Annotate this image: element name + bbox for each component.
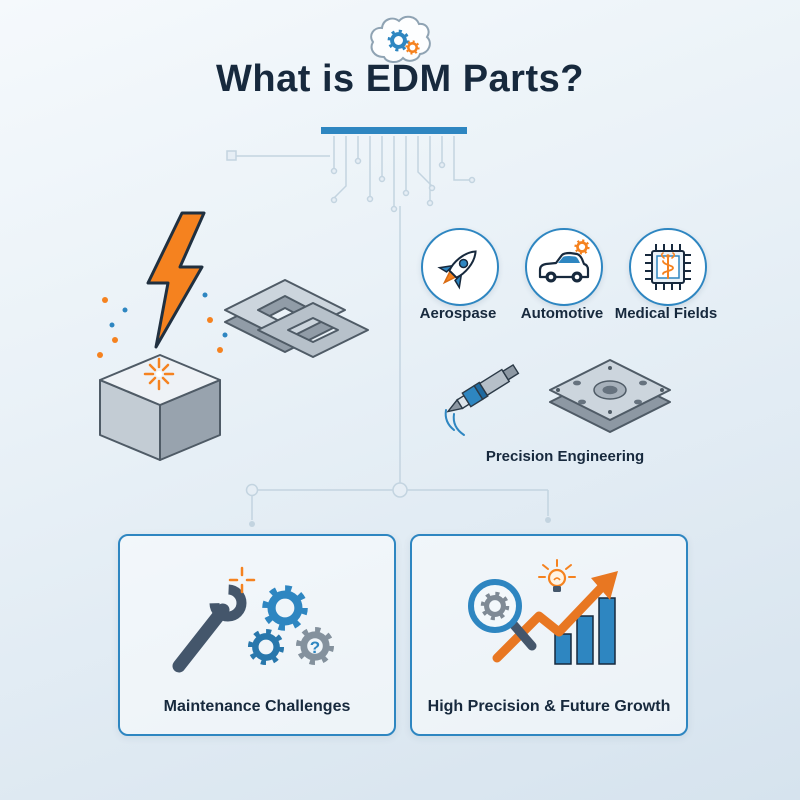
edm-spark-machining-illustration bbox=[97, 211, 369, 461]
microchip-caduceus-icon bbox=[645, 244, 691, 290]
grinding-tool-icon bbox=[446, 363, 520, 413]
precision-engineering-illustration bbox=[444, 359, 671, 436]
gear-large-icon bbox=[266, 589, 304, 627]
card-label-growth: High Precision & Future Growth bbox=[427, 698, 671, 715]
rocket-window bbox=[458, 258, 469, 269]
lightbulb-icon bbox=[538, 559, 576, 592]
wrench-head bbox=[209, 584, 247, 622]
metal-block bbox=[99, 354, 221, 461]
car-gear-icon bbox=[538, 239, 590, 283]
caduceus bbox=[660, 252, 676, 279]
tool-motion-arcs bbox=[444, 409, 465, 436]
industry-circle-automotive bbox=[525, 228, 603, 306]
industry-circle-aerospace bbox=[421, 228, 499, 306]
card-future-growth: High Precision & Future Growth bbox=[410, 534, 688, 736]
brain-outline bbox=[370, 15, 431, 63]
card-label-maintenance: Maintenance Challenges bbox=[163, 698, 351, 715]
rocket-icon bbox=[437, 250, 477, 290]
industry-label-automotive: Automotive bbox=[520, 305, 604, 322]
wrench-gears-icon: ? bbox=[172, 566, 357, 673]
orange-gear-icon bbox=[574, 239, 590, 255]
spark-dots bbox=[97, 292, 228, 358]
growth-arrow-icon bbox=[492, 571, 618, 663]
circuit-nodes bbox=[226, 150, 476, 498]
precision-label: Precision Engineering bbox=[485, 448, 645, 465]
spark-burst bbox=[143, 357, 175, 391]
industry-label-aerospace: Aerospase bbox=[419, 305, 497, 322]
accent-underline bbox=[321, 127, 467, 134]
plate-details bbox=[556, 366, 664, 414]
bar-chart-icon bbox=[554, 597, 616, 665]
question-badge: ? bbox=[310, 638, 320, 657]
page-title: What is EDM Parts? bbox=[216, 58, 584, 100]
industry-label-medical: Medical Fields bbox=[614, 305, 718, 322]
wrench-handle bbox=[172, 603, 230, 673]
spark-icon bbox=[228, 566, 256, 594]
car-window bbox=[558, 256, 580, 263]
frame-link-b bbox=[257, 302, 369, 358]
magnifier-icon bbox=[468, 579, 537, 651]
brain-gears-icon bbox=[370, 15, 431, 63]
card-maintenance-challenges: ? Maintenance Challenges bbox=[118, 534, 396, 736]
industry-circle-medical bbox=[629, 228, 707, 306]
magnifier-growth-icon bbox=[468, 559, 618, 665]
gear-small-icon bbox=[251, 632, 281, 662]
lightning-bolt-icon bbox=[146, 211, 206, 349]
interlocked-frames bbox=[224, 279, 369, 358]
circuit-dots bbox=[249, 517, 551, 527]
